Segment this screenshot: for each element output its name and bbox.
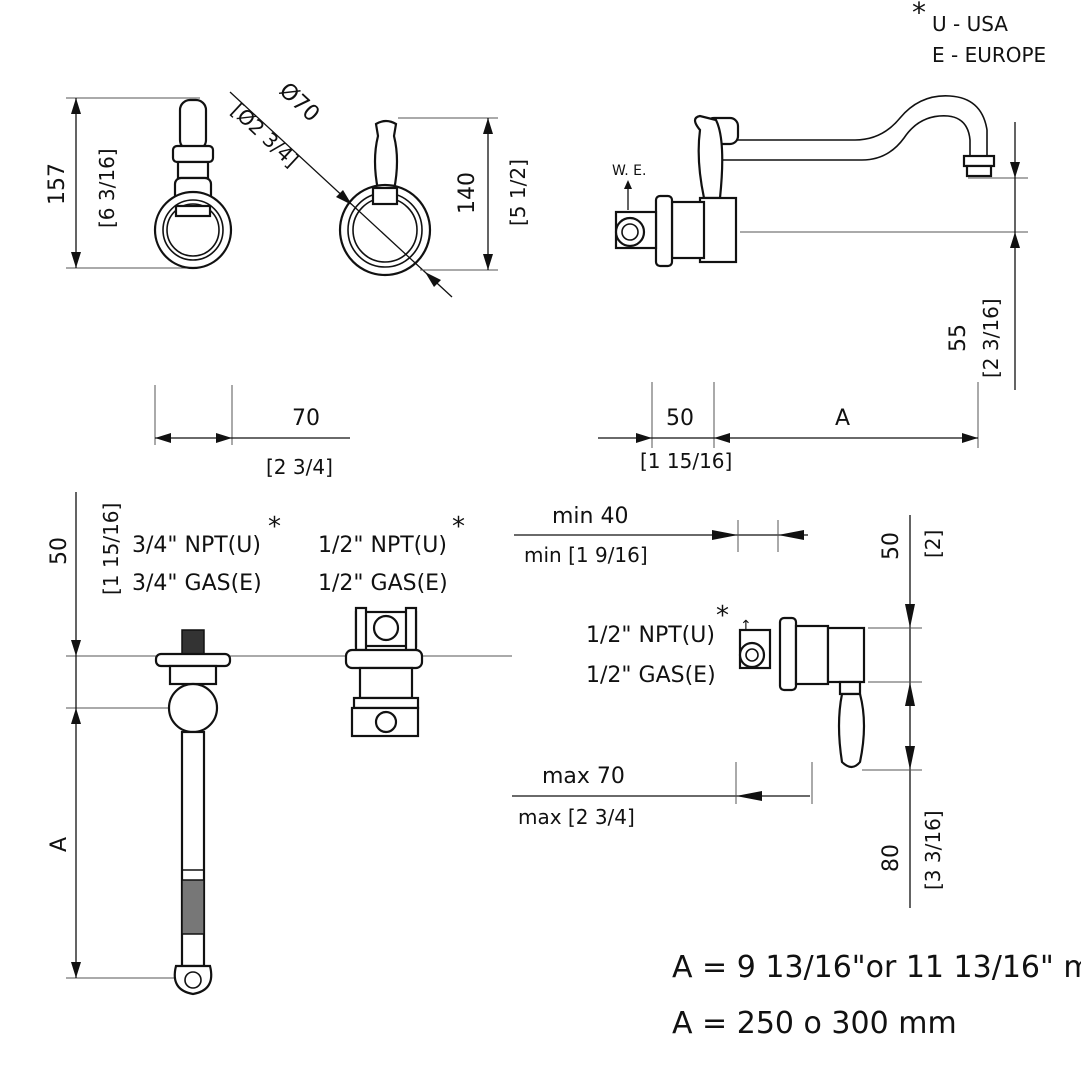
legend-usa: U - USA (932, 12, 1008, 36)
body-npt: 1/2" NPT(U) (586, 623, 715, 648)
min-40-inch: min [1 9/16] (524, 543, 648, 567)
we-label: W. E. (612, 163, 646, 179)
dim-140-inch: [5 1/2] (506, 159, 530, 226)
bottom-right-view: min 40 min [1 9/16] ↑ 1/2" NPT(U) * 1/2"… (512, 504, 945, 908)
dim-140: 140 (455, 172, 480, 214)
lever-handle-front (338, 119, 432, 277)
dim-80-body: 80 (879, 844, 904, 872)
dim-50-spout: 50 (47, 537, 72, 565)
formula-inches: A = 9 13/16"or 11 13/16" mm (672, 950, 1081, 985)
conn1-asterisk: * (268, 512, 281, 542)
valve-body-part: ↑ (738, 616, 866, 769)
top-right-side-view: W. E. 55 [2 3/16] 50 [1 15/16] A (598, 95, 1028, 473)
legend-europe: E - EUROPE (932, 43, 1046, 67)
dim-50-body-inch: [2] (921, 530, 945, 558)
dim-157-inch: [6 3/16] (95, 148, 119, 228)
we-arrow-label: ↑ (740, 618, 752, 634)
max-70-inch: max [2 3/4] (518, 805, 635, 829)
dim-50-spout-inch: [1 15/16] (99, 503, 123, 595)
legend-asterisk: * (912, 0, 926, 29)
cross-handle-front (153, 98, 233, 270)
min-40: min 40 (552, 504, 628, 529)
dim-diameter: Ø70 (274, 78, 324, 127)
body-asterisk: * (716, 601, 729, 631)
conn2-asterisk: * (452, 512, 465, 542)
dim-80-body-inch: [3 3/16] (921, 810, 945, 890)
top-left-views: 157 [6 3/16] Ø70 [Ø2 3/4] (45, 78, 530, 479)
dim-reach-A: A (835, 406, 850, 431)
conn2-npt: 1/2" NPT(U) (318, 533, 447, 558)
dim-50-side-inch: [1 15/16] (640, 449, 732, 473)
max-70: max 70 (542, 764, 625, 789)
conn2-gas: 1/2" GAS(E) (318, 571, 448, 596)
legend: * U - USA E - EUROPE (912, 0, 1046, 67)
dim-50-body: 50 (879, 532, 904, 560)
dim-55: 55 (946, 324, 971, 352)
formulas: A = 9 13/16"or 11 13/16" mm A = 250 o 30… (672, 950, 1081, 1041)
dim-70-inch: [2 3/4] (266, 455, 333, 479)
conn1-npt: 3/4" NPT(U) (132, 533, 261, 558)
dim-70: 70 (292, 406, 320, 431)
bottom-left-views: 50 [1 15/16] A 3/4" NPT(U) * 3/4" GAS(E)… (47, 492, 512, 996)
dim-50-side: 50 (666, 406, 694, 431)
conn1-gas: 3/4" GAS(E) (132, 571, 262, 596)
dim-length-A: A (47, 837, 72, 852)
spout-part (154, 629, 232, 996)
dim-157: 157 (45, 163, 70, 205)
body-gas: 1/2" GAS(E) (586, 663, 716, 688)
connector-part (344, 606, 424, 738)
formula-mm: A = 250 o 300 mm (672, 1006, 957, 1041)
dim-55-inch: [2 3/16] (979, 298, 1003, 378)
